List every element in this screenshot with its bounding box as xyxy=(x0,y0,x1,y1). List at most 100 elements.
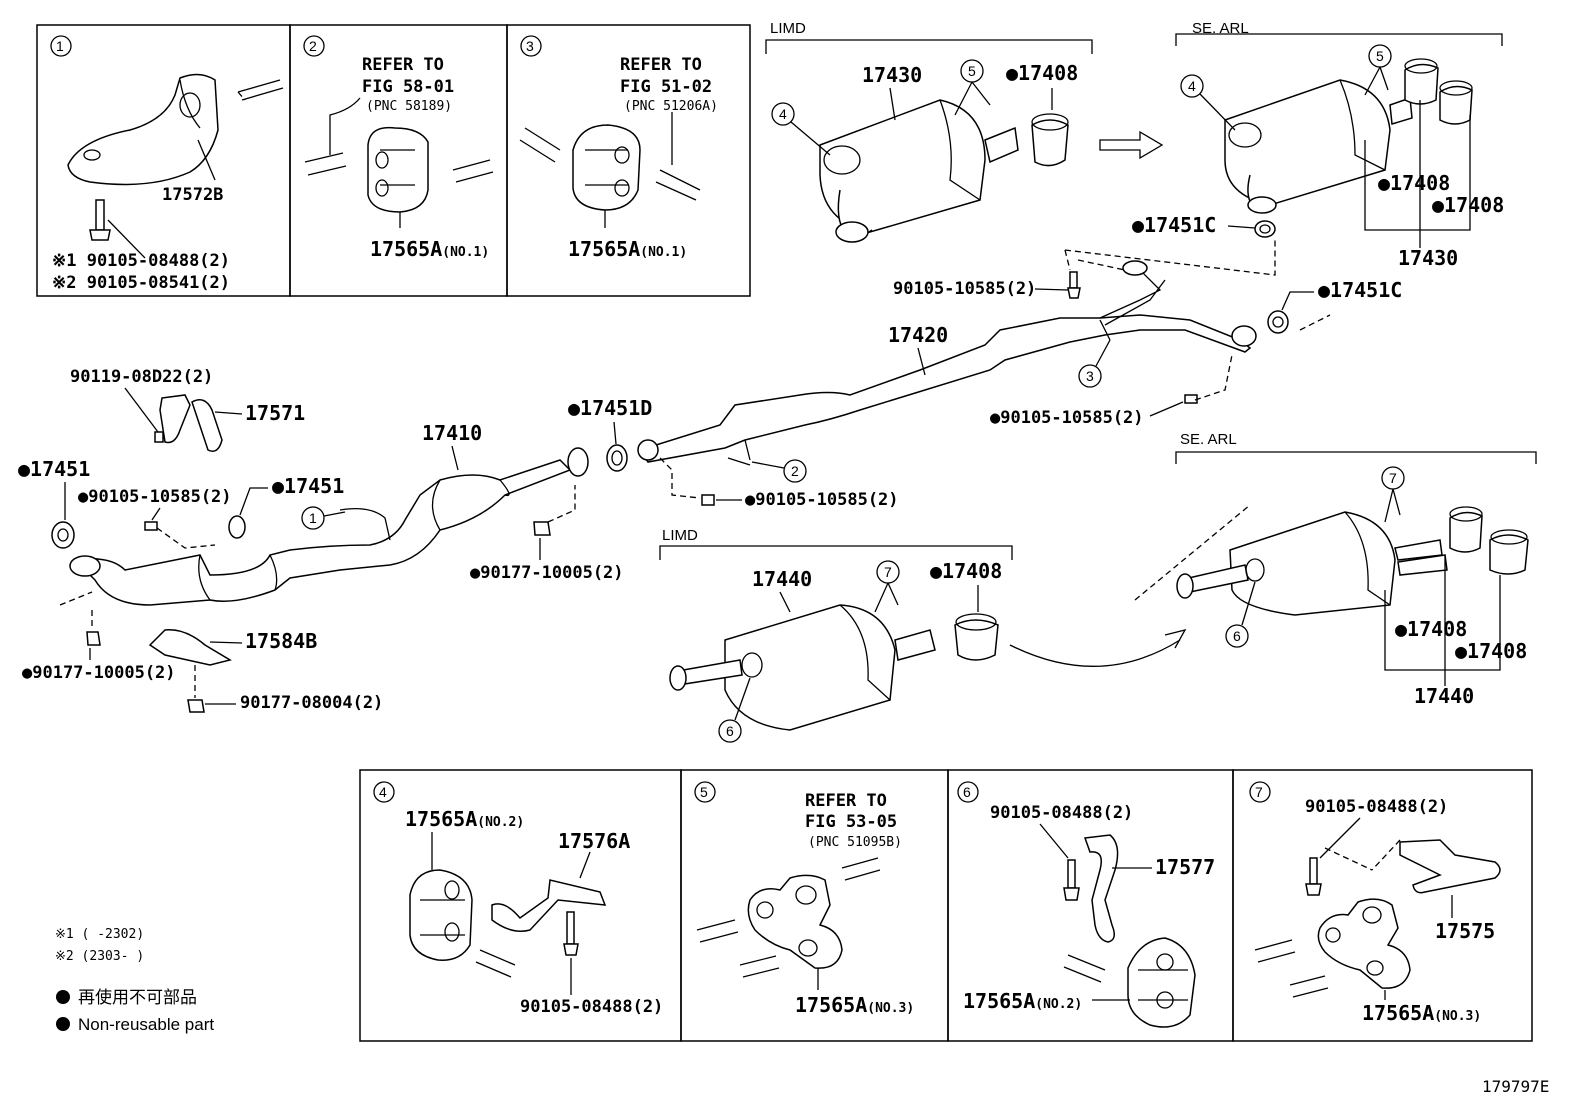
label-90177-b: ●90177-10005(2) xyxy=(22,663,176,683)
bolt-note-1: ※1 90105-08488(2) xyxy=(52,251,230,271)
callout-2-pipe: 2 xyxy=(791,463,799,479)
legend-en: Non-reusable part xyxy=(78,1015,214,1034)
part-17565a-no3-b: 17565A(NO.3) xyxy=(1362,1001,1481,1025)
center-pipe-17420: 17420 3 2 xyxy=(637,260,1257,483)
non-reusable-dot xyxy=(56,990,70,1004)
label-17451d: ●17451D xyxy=(568,396,652,420)
legend-jp: 再使用不可部品 xyxy=(78,987,197,1007)
part-17565a-no1-a: 17565A(NO.1) xyxy=(370,237,489,261)
label-17410: 17410 xyxy=(422,421,482,445)
label-17420: 17420 xyxy=(888,323,948,347)
detail-box-1: 1 17572B ※1 90105-08488(2) ※2 90105-0854… xyxy=(36,24,291,297)
part-17576a: 17576A xyxy=(558,829,630,853)
muffler-17430-limd: LIMD 4 5 17430 ●17408 xyxy=(765,20,1164,243)
label-17584b: 17584B xyxy=(245,629,317,653)
bolt-note-2: ※2 90105-08541(2) xyxy=(52,273,230,293)
callout-2: 2 xyxy=(309,38,317,54)
label-17408-b: ●17408 xyxy=(1378,171,1450,195)
label-17571: 17571 xyxy=(245,401,305,425)
part-17565a-no1-b: 17565A(NO.1) xyxy=(568,237,687,261)
refer-line3-c: (PNC 51095B) xyxy=(808,835,902,850)
bolt-90105-box6: 90105-08488(2) xyxy=(990,803,1133,823)
callout-4-b: 4 xyxy=(1188,78,1196,94)
part-17572b: 17572B xyxy=(162,185,223,205)
label-17430-b: 17430 xyxy=(1398,246,1458,270)
callout-4-a: 4 xyxy=(779,106,787,122)
non-reusable-dot-2 xyxy=(56,1017,70,1031)
callout-5-b: 5 xyxy=(1376,48,1384,64)
gasket-17451-b: ●17451 xyxy=(228,474,344,539)
label-17408-f: ●17408 xyxy=(1455,639,1527,663)
detail-box-7: 7 90105-08488(2) 17575 17565A(NO.3) xyxy=(1232,769,1533,1042)
label-17451c-a: ●17451C xyxy=(1132,213,1216,237)
label-17408-a: ●17408 xyxy=(1006,61,1078,85)
callout-5-box: 5 xyxy=(700,784,708,800)
label-90105-d: ●90105-10585(2) xyxy=(745,490,899,510)
label-17440-b: 17440 xyxy=(1414,684,1474,708)
refer-line2-c: FIG 53-05 xyxy=(805,812,897,832)
variant-se-arl-top: SE. ARL xyxy=(1192,20,1249,37)
callout-3: 3 xyxy=(526,38,534,54)
callout-7-box: 7 xyxy=(1255,784,1263,800)
refer-line3: (PNC 58189) xyxy=(366,99,452,114)
legend-note-1: ※1 ( -2302) xyxy=(55,927,144,942)
figure-id: 179797E xyxy=(1482,1077,1549,1096)
callout-7-a: 7 xyxy=(884,564,892,580)
label-90177-a: ●90177-10005(2) xyxy=(470,563,624,583)
part-17565a-no2-b: 17565A(NO.2) xyxy=(963,989,1082,1013)
bolt-90105-a: 90105-10585(2) xyxy=(893,249,1126,299)
part-17577: 17577 xyxy=(1155,855,1215,879)
insulator-17584b: 17584B ●90177-10005(2) 90177-08004(2) xyxy=(22,591,383,713)
label-17451-a: ●17451 xyxy=(18,457,90,481)
label-90105-b: ●90105-10585(2) xyxy=(990,408,1144,428)
legend-note-2: ※2 (2303- ) xyxy=(55,949,144,964)
nut-90177-a: ●90177-10005(2) xyxy=(470,485,624,583)
callout-4-box: 4 xyxy=(379,784,387,800)
label-90177-c: 90177-08004(2) xyxy=(240,693,383,713)
variant-limd-bottom: LIMD xyxy=(662,527,698,544)
label-17408-e: ●17408 xyxy=(1395,617,1467,641)
bracket-17571: 90119-08D22(2) 17571 xyxy=(70,367,305,452)
bolt-90105-d: ●90105-10585(2) xyxy=(659,457,899,510)
label-17451c-b: ●17451C xyxy=(1318,278,1402,302)
callout-1: 1 xyxy=(56,38,64,54)
detail-box-2: 2 REFER TO FIG 58-01 (PNC 58189) 17565A(… xyxy=(289,24,508,297)
gasket-17451d: ●17451D xyxy=(568,396,652,472)
label-17440-a: 17440 xyxy=(752,567,812,591)
bolt-90105-box4: 90105-08488(2) xyxy=(520,997,663,1017)
callout-6-a: 6 xyxy=(726,723,734,739)
label-17430-a: 17430 xyxy=(862,63,922,87)
refer-line1-b: REFER TO xyxy=(620,55,702,75)
front-pipe-17410: 17410 1 xyxy=(69,421,589,606)
bolt-90105-b: ●90105-10585(2) xyxy=(990,354,1233,428)
label-90105-c: ●90105-10585(2) xyxy=(78,487,232,507)
gasket-17451-a: ●17451 xyxy=(18,457,90,549)
bolt-90105-box7: 90105-08488(2) xyxy=(1305,797,1448,817)
refer-line3-b: (PNC 51206A) xyxy=(624,99,718,114)
label-17408-d: ●17408 xyxy=(930,559,1002,583)
callout-6-b: 6 xyxy=(1233,628,1241,644)
detail-box-6: 6 90105-08488(2) 17577 17565A(NO.2) xyxy=(947,769,1234,1042)
variant-limd-top: LIMD xyxy=(770,20,806,37)
refer-line2: FIG 58-01 xyxy=(362,77,454,97)
callout-1-pipe: 1 xyxy=(309,510,317,526)
label-17408-c: ●17408 xyxy=(1432,193,1504,217)
callout-5-a: 5 xyxy=(968,63,976,79)
label-90105-a: 90105-10585(2) xyxy=(893,279,1036,299)
part-17565a-no3-a: 17565A(NO.3) xyxy=(795,993,914,1017)
gasket-17451c-a: ●17451C xyxy=(1064,213,1276,276)
detail-box-4: 4 17565A(NO.2) 17576A 90105-08488(2) xyxy=(359,769,682,1042)
label-90119: 90119-08D22(2) xyxy=(70,367,213,387)
legend: ※1 ( -2302) ※2 (2303- ) 再使用不可部品 Non-reus… xyxy=(55,927,214,1034)
refer-line1: REFER TO xyxy=(362,55,444,75)
refer-line2-b: FIG 51-02 xyxy=(620,77,712,97)
bolt-90105-c: ●90105-10585(2) xyxy=(78,487,232,549)
callout-7-b: 7 xyxy=(1389,470,1397,486)
detail-box-5: 5 REFER TO FIG 53-05 (PNC 51095B) 17565A… xyxy=(680,769,949,1042)
callout-6-box: 6 xyxy=(963,784,971,800)
detail-box-3: 3 REFER TO FIG 51-02 (PNC 51206A) 17565A… xyxy=(506,24,751,297)
muffler-17430-se-arl: SE. ARL 4 5 ●17408 ●17408 17430 xyxy=(1175,20,1504,270)
variant-se-arl-bottom: SE. ARL xyxy=(1180,431,1237,448)
part-17565a-no2-a: 17565A(NO.2) xyxy=(405,807,524,831)
